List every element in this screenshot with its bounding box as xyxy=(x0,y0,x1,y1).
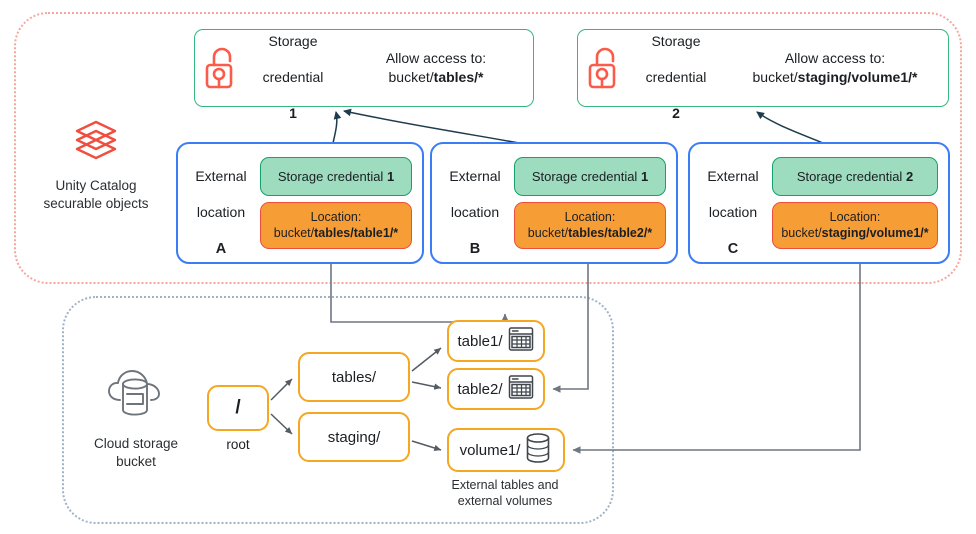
unity-catalog-rail: Unity Catalog securable objects xyxy=(26,118,166,213)
extloc-c-loc-prefix: bucket/ xyxy=(781,225,822,240)
cloud-database-icon xyxy=(66,368,206,427)
table-grid-icon xyxy=(507,373,535,405)
external-location-b-label: External location B xyxy=(432,149,514,258)
extloc-b-loc-prefix: bucket/ xyxy=(527,225,569,240)
extloc-c-letter: C xyxy=(727,240,739,257)
extloc-c-cred-prefix: Storage credential xyxy=(796,169,906,184)
tree-node-staging-label: staging/ xyxy=(327,428,381,446)
storage-credential-card-1[interactable]: Storage credential 1 Allow access to: bu… xyxy=(194,29,534,121)
extloc-c-line1: External xyxy=(707,167,759,184)
cred-2-grant-label: Allow access to: xyxy=(784,50,886,66)
cloud-storage-rail-caption: Cloud storage bucket xyxy=(93,436,179,469)
extloc-a-letter: A xyxy=(215,240,227,257)
storage-credential-card-2[interactable]: Storage credential 2 Allow access to: bu… xyxy=(577,29,949,121)
cloud-storage-rail: Cloud storage bucket xyxy=(66,368,206,471)
extloc-a-loc-label: Location: xyxy=(310,210,362,224)
tree-node-tables-label: tables/ xyxy=(331,368,377,386)
table-grid-icon xyxy=(507,325,535,357)
storage-credential-2-name: Storage credential 2 xyxy=(630,14,722,122)
external-location-b-stack: Storage credential 1 Location: bucket/ta… xyxy=(514,144,676,262)
cred-1-line2: credential xyxy=(262,69,324,85)
extloc-b-cred-number: 1 xyxy=(640,169,649,184)
extloc-a-line1: External xyxy=(195,167,247,184)
extloc-b-line2: location xyxy=(450,203,500,220)
extloc-b-credential-pill[interactable]: Storage credential 1 xyxy=(514,157,666,196)
cred-1-number: 1 xyxy=(289,105,297,121)
external-location-a-label: External location A xyxy=(178,149,260,258)
tree-node-table2-label: table2/ xyxy=(457,380,503,398)
tree-node-table1-label: table1/ xyxy=(457,332,503,350)
tree-node-volume1[interactable]: volume1/ xyxy=(447,428,565,472)
cred-2-number: 2 xyxy=(672,105,680,121)
extloc-a-cred-prefix: Storage credential xyxy=(277,169,387,184)
external-location-c[interactable]: External location C Storage credential 2… xyxy=(688,142,950,264)
open-padlock-icon xyxy=(195,46,247,90)
extloc-c-loc-label: Location: xyxy=(829,210,881,224)
extloc-a-line2: location xyxy=(196,203,246,220)
extloc-b-loc-path: tables/table2/* xyxy=(568,225,653,240)
extloc-b-line1: External xyxy=(449,167,501,184)
tree-node-root-label: / xyxy=(235,397,241,418)
tree-node-root[interactable]: / xyxy=(207,385,269,431)
storage-credential-1-name: Storage credential 1 xyxy=(247,14,339,122)
extloc-b-location-pill[interactable]: Location: bucket/tables/table2/* xyxy=(514,202,666,249)
databricks-layers-icon xyxy=(26,118,166,169)
extloc-a-credential-pill[interactable]: Storage credential 1 xyxy=(260,157,412,196)
cred-2-grant-prefix: bucket/ xyxy=(752,69,798,85)
extloc-c-cred-number: 2 xyxy=(905,169,914,184)
extloc-a-loc-prefix: bucket/ xyxy=(273,225,315,240)
external-tables-volumes-caption: External tables and external volumes xyxy=(451,478,559,508)
tree-node-tables[interactable]: tables/ xyxy=(298,352,410,402)
extloc-c-line2: location xyxy=(708,203,758,220)
extloc-a-location-pill[interactable]: Location: bucket/tables/table1/* xyxy=(260,202,412,249)
extloc-c-credential-pill[interactable]: Storage credential 2 xyxy=(772,157,938,196)
extloc-a-loc-path: tables/table1/* xyxy=(314,225,399,240)
unity-catalog-rail-caption: Unity Catalog securable objects xyxy=(43,178,149,211)
tree-node-volume1-label: volume1/ xyxy=(459,441,521,459)
cred-1-line1: Storage xyxy=(268,33,318,49)
external-location-c-stack: Storage credential 2 Location: bucket/st… xyxy=(772,144,948,262)
extloc-b-letter: B xyxy=(469,240,481,257)
cred-2-line1: Storage xyxy=(651,33,701,49)
cred-2-line2: credential xyxy=(645,69,707,85)
extloc-b-loc-label: Location: xyxy=(564,210,616,224)
tree-node-table2[interactable]: table2/ xyxy=(447,368,545,410)
cred-1-grant-label: Allow access to: xyxy=(385,50,487,66)
external-location-a-stack: Storage credential 1 Location: bucket/ta… xyxy=(260,144,422,262)
tree-node-root-caption: root xyxy=(226,437,250,452)
volume-database-icon xyxy=(524,432,552,468)
extloc-a-cred-number: 1 xyxy=(386,169,395,184)
extloc-c-location-pill[interactable]: Location: bucket/staging/volume1/* xyxy=(772,202,938,249)
storage-credential-1-grant: Allow access to: bucket/tables/* xyxy=(339,49,533,87)
tree-node-staging[interactable]: staging/ xyxy=(298,412,410,462)
cred-2-grant-path: staging/volume1/* xyxy=(797,69,918,85)
wire-extloc-c-to-volume1 xyxy=(572,264,861,454)
extloc-b-cred-prefix: Storage credential xyxy=(531,169,641,184)
external-location-a[interactable]: External location A Storage credential 1… xyxy=(176,142,424,264)
open-padlock-icon xyxy=(578,46,630,90)
external-location-b[interactable]: External location B Storage credential 1… xyxy=(430,142,678,264)
extloc-c-loc-path: staging/volume1/* xyxy=(821,225,929,240)
storage-credential-2-grant: Allow access to: bucket/staging/volume1/… xyxy=(722,49,948,87)
tree-node-table1[interactable]: table1/ xyxy=(447,320,545,362)
cred-1-grant-prefix: bucket/ xyxy=(388,69,434,85)
cred-1-grant-path: tables/* xyxy=(433,69,484,85)
external-location-c-label: External location C xyxy=(690,149,772,258)
